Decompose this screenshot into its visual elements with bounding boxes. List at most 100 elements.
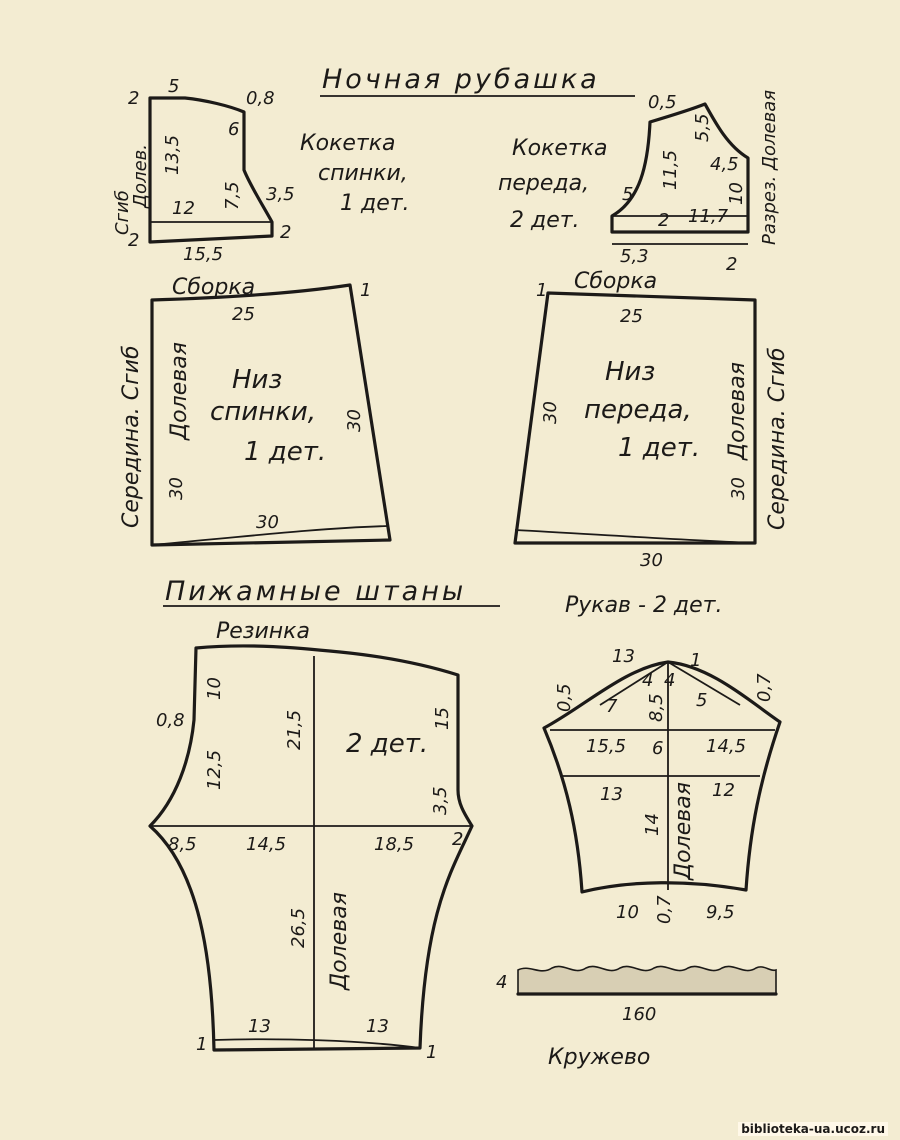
front-lower-dim-left: 30 xyxy=(540,401,561,424)
back-lower-name-3: 1 дет. xyxy=(244,437,326,467)
sleeve-dim-left-edge: 0,5 xyxy=(554,683,575,712)
pants-dim-left-top: 10 xyxy=(204,677,225,700)
front-lower-name-1: Низ xyxy=(605,357,655,387)
back-lower-side-label: Середина. Сгиб xyxy=(119,345,144,528)
back-lower-gather-label: Сборка xyxy=(172,275,255,300)
front-lower-dim-top: 25 xyxy=(620,306,643,327)
sleeve-dim-cap-a: 4 xyxy=(642,670,653,691)
lace-width-dim: 4 xyxy=(496,972,507,993)
back-lower-grain-label: Долевая xyxy=(167,342,192,441)
back-lower-dim-corner: 1 xyxy=(360,280,371,301)
front-lower-dim-right: 30 xyxy=(728,477,749,500)
sleeve-dim-hem-mid: 0,7 xyxy=(654,895,675,924)
back-lower-outline xyxy=(150,283,392,547)
lace-length-dim: 160 xyxy=(622,1004,656,1025)
sleeve-cap-guide-right xyxy=(667,661,741,706)
lace-strip xyxy=(517,965,777,995)
back-yoke-dim-left-top: 2 xyxy=(128,88,139,109)
front-yoke-dim-b: 4,5 xyxy=(710,154,739,175)
pants-dim-left-curve: 0,8 xyxy=(156,710,185,731)
back-yoke-name-2: спинки, xyxy=(318,161,408,186)
pants-dim-corner-left: 1 xyxy=(196,1034,207,1055)
front-yoke-side-label: Разрез. Долевая xyxy=(759,90,780,245)
lace-name-label: Кружево xyxy=(548,1045,650,1070)
back-lower-dim-right: 30 xyxy=(344,409,365,432)
sleeve-dim-cap-top: 13 xyxy=(612,646,635,667)
back-yoke-dim-right: 2 xyxy=(280,222,291,243)
pants-dim-hip-left: 14,5 xyxy=(246,834,286,855)
pants-dim-hip-right: 18,5 xyxy=(374,834,414,855)
front-yoke-dim-f: 11,7 xyxy=(688,206,729,227)
back-lower-dim-left: 30 xyxy=(166,477,187,500)
pants-name-label: 2 дет. xyxy=(346,729,428,759)
front-yoke-dim-e: 2 xyxy=(658,210,669,231)
sleeve-dim-width-left: 15,5 xyxy=(586,736,626,757)
pants-outline xyxy=(148,644,474,1052)
front-lower-name-2: переда, xyxy=(584,395,692,425)
front-yoke-dim-left: 5 xyxy=(622,184,633,205)
lace-piece: 4 160 Кружево xyxy=(496,965,778,1070)
front-yoke-piece: Кокетка переда, 2 дет. Разрез. Долевая 0… xyxy=(498,90,780,275)
front-yoke-dim-c: 11,5 xyxy=(660,150,681,190)
back-lower-name-2: спинки, xyxy=(210,397,316,427)
front-lower-dim-corner: 1 xyxy=(536,280,547,301)
back-yoke-name-3: 1 дет. xyxy=(340,191,410,216)
front-lower-grain-label: Долевая xyxy=(725,362,750,461)
back-yoke-outline xyxy=(148,96,274,244)
sleeve-dim-cap-right: 5 xyxy=(696,690,707,711)
pants-dim-hem-right: 13 xyxy=(366,1016,389,1037)
back-yoke-piece: Кокетка спинки, 1 дет. Долев. Сгиб 5 0,8… xyxy=(112,76,410,265)
front-lower-dim-bottom: 30 xyxy=(640,550,663,571)
pants-waistband-label: Резинка xyxy=(216,619,310,644)
back-yoke-dim-curve: 3,5 xyxy=(266,184,295,205)
front-yoke-dim-top: 0,5 xyxy=(648,92,677,113)
back-lower-dim-top: 25 xyxy=(232,304,255,325)
back-yoke-dim-top: 5 xyxy=(168,76,179,97)
pants-piece: Резинка 2 дет. Долевая 10 0,8 12,5 21,5 … xyxy=(148,619,474,1063)
pants-dim-hem-left: 13 xyxy=(248,1016,271,1037)
sleeve-cap-guide-left xyxy=(599,661,669,706)
back-yoke-dim-vert-c: 7,5 xyxy=(222,181,243,210)
front-yoke-name-1: Кокетка xyxy=(512,136,608,161)
watermark-text: biblioteka-ua.ucoz.ru xyxy=(738,1122,888,1136)
sleeve-piece: Рукав - 2 дет. Долевая 13 4 4 1 0,5 0,7 … xyxy=(542,593,782,924)
back-yoke-name-1: Кокетка xyxy=(300,131,396,156)
front-yoke-dim-bottom: 5,3 xyxy=(620,246,649,267)
back-yoke-dim-vert-a: 13,5 xyxy=(162,135,183,175)
back-lower-hem-curve xyxy=(151,525,389,546)
sleeve-dim-cap-c: 1 xyxy=(690,650,701,671)
front-lower-gather-label: Сборка xyxy=(574,269,657,294)
pants-dim-corner-right: 1 xyxy=(426,1042,437,1063)
sleeve-dim-right-edge: 0,7 xyxy=(754,673,775,702)
sleeve-dim-cap-left: 7 xyxy=(606,696,618,717)
sleeve-title: Рукав - 2 дет. xyxy=(565,593,723,618)
back-lower-name-1: Низ xyxy=(232,365,282,395)
pants-dim-leg: 26,5 xyxy=(288,908,309,948)
back-lower-dim-bottom: 30 xyxy=(256,512,279,533)
back-yoke-grain-label: Долев. xyxy=(130,144,151,209)
back-yoke-dim-top-right: 0,8 xyxy=(246,88,275,109)
sleeve-grain-label: Долевая xyxy=(671,782,696,881)
sleeve-dim-low-right: 12 xyxy=(712,780,735,801)
front-lower-hem-curve xyxy=(514,529,756,544)
sleeve-dim-width-right: 14,5 xyxy=(706,736,746,757)
front-yoke-dim-a: 5,5 xyxy=(692,113,713,142)
pants-hem-curve xyxy=(213,1038,421,1049)
sleeve-outline xyxy=(542,660,782,894)
sleeve-dim-low-left: 13 xyxy=(600,784,623,805)
sleeve-dim-hem-left: 10 xyxy=(616,902,639,923)
front-yoke-outline xyxy=(610,102,750,234)
back-lower-piece: Сборка 25 1 Низ спинки, 1 дет. Долевая С… xyxy=(119,275,392,547)
pants-dim-right-top: 15 xyxy=(432,707,453,730)
back-yoke-dim-width: 12 xyxy=(172,198,195,219)
back-yoke-dim-vert-b: 6 xyxy=(228,119,239,140)
pajama-pants-title: Пижамные штаны xyxy=(165,576,466,607)
front-yoke-dim-d: 10 xyxy=(726,182,747,205)
pants-grain-label: Долевая xyxy=(327,892,352,991)
nightgown-title: Ночная рубашка xyxy=(322,64,600,95)
pants-dim-left-mid: 12,5 xyxy=(204,750,225,790)
front-yoke-name-2: переда, xyxy=(498,171,589,196)
pants-dim-crotch-left: 8,5 xyxy=(168,834,197,855)
